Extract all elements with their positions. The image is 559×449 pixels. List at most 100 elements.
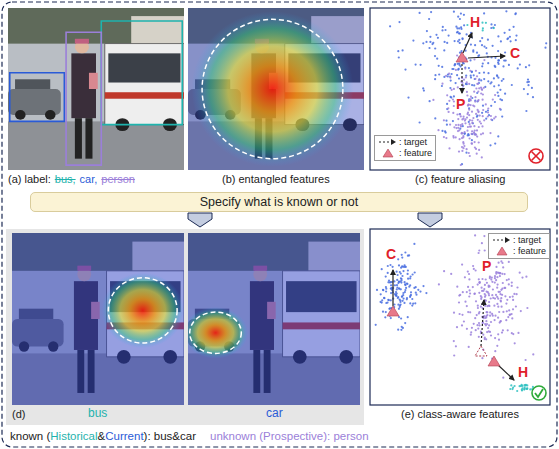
scatter-dot — [458, 32, 460, 34]
scatter-dot — [453, 340, 455, 342]
scatter-dot — [499, 89, 501, 91]
scatter-dot — [477, 83, 479, 85]
scatter-dot — [464, 276, 466, 278]
scatter-dot — [387, 299, 389, 301]
cluster-letter: H — [518, 364, 528, 380]
scatter-dot — [396, 271, 398, 273]
scatter-dot — [398, 308, 400, 310]
scatter-dot — [514, 13, 516, 15]
scatter-dot — [482, 132, 484, 134]
caption-text: bus — [88, 407, 107, 421]
scatter-dot — [489, 144, 491, 146]
illustration-part — [535, 389, 543, 397]
illustration-part — [387, 306, 399, 316]
scatter-dot — [397, 304, 399, 306]
legend-symbol — [492, 235, 512, 245]
scatter-dot — [410, 275, 412, 277]
scatter-dot — [375, 324, 377, 326]
scatter-dot — [519, 64, 521, 66]
scatter-dot — [425, 41, 427, 43]
scatter-dot — [390, 292, 392, 294]
scatter-dot — [458, 68, 460, 70]
scatter-dot — [498, 339, 500, 341]
scatter-dot — [511, 282, 513, 284]
scatter-dot — [497, 135, 499, 137]
scatter-dot — [479, 281, 481, 283]
scatter-dot — [386, 302, 388, 304]
scatter-dot — [398, 264, 400, 266]
scatter-dot — [460, 115, 462, 117]
scatter-dot — [397, 258, 399, 260]
label-text: (a) label: — [8, 173, 51, 186]
known-unknown-line: known (Historical&Current): bus&carunkno… — [10, 430, 369, 443]
scatter-dot — [473, 323, 475, 325]
scatter-dot — [398, 316, 400, 318]
scatter-dot — [409, 302, 411, 304]
scatter-dot — [476, 52, 478, 54]
scatter-dot — [472, 117, 474, 119]
scatter-dot — [526, 388, 528, 390]
scatter-dot — [448, 35, 450, 37]
scatter-dot — [383, 297, 385, 299]
scatter-dot — [452, 112, 454, 114]
scatter-dot — [389, 264, 391, 266]
scatter-dot — [417, 289, 419, 291]
scatter-dot — [469, 119, 471, 121]
scatter-dot — [428, 47, 430, 49]
scatter-dot — [475, 87, 477, 89]
scatter-dot — [502, 377, 504, 379]
scatter-dot — [435, 34, 437, 36]
scatter-dot — [476, 314, 478, 316]
scatter-dot — [508, 29, 510, 31]
scatter-dot — [500, 109, 502, 111]
scatter-dot — [463, 145, 465, 147]
scatter-dot — [505, 10, 507, 12]
scatter-dot — [485, 338, 487, 340]
scatter-dot — [404, 289, 406, 291]
scatter-dot — [492, 45, 494, 47]
scatter-dot — [472, 49, 474, 51]
scatter-dot — [501, 116, 503, 118]
scatter-dot — [381, 268, 383, 270]
scatter-dot — [388, 299, 390, 301]
scatter-dot — [520, 310, 522, 312]
illustration-part — [392, 270, 393, 306]
scatter-dot — [455, 136, 457, 138]
scatter-dot — [478, 281, 480, 283]
scatter-dot — [519, 385, 521, 387]
illustration-part — [488, 356, 500, 366]
legend-text: : target — [513, 235, 541, 246]
label-text: bus, — [55, 173, 76, 186]
legend-symbol — [378, 137, 398, 147]
scatter-dot — [490, 334, 492, 336]
scatter-dot — [495, 279, 497, 281]
scatter-dot — [532, 353, 534, 355]
scatter-dot — [453, 88, 455, 90]
scatter-dot — [493, 27, 495, 29]
scatter-dot — [466, 33, 468, 35]
scatter-dot — [461, 132, 463, 134]
scatter-dot — [515, 39, 517, 41]
scatter-dot — [461, 118, 463, 120]
scatter-dot — [473, 84, 475, 86]
scatter-dot — [496, 303, 498, 305]
scatter-dot — [407, 316, 409, 318]
scatter-dot — [477, 119, 479, 121]
scatter-legend: : target: feature — [374, 135, 436, 161]
band-text: Specify what is known or not — [200, 195, 358, 209]
scatter-dot — [502, 65, 504, 67]
scatter-dot — [455, 124, 457, 126]
scatter-dot — [506, 299, 508, 301]
scatter-dot — [398, 288, 400, 290]
scatter-dot — [500, 297, 502, 299]
scatter-dot — [485, 47, 487, 49]
scatter-dot — [485, 103, 487, 105]
scatter-dot — [463, 24, 465, 26]
scatter-dot — [466, 130, 468, 132]
scatter-dot — [407, 255, 409, 257]
instruction-band: Specify what is known or not — [30, 192, 528, 212]
scatter-dot — [512, 296, 514, 298]
scatter-dot — [500, 260, 502, 262]
scatter-markers-c — [456, 33, 543, 163]
scatter-dot — [475, 70, 477, 72]
